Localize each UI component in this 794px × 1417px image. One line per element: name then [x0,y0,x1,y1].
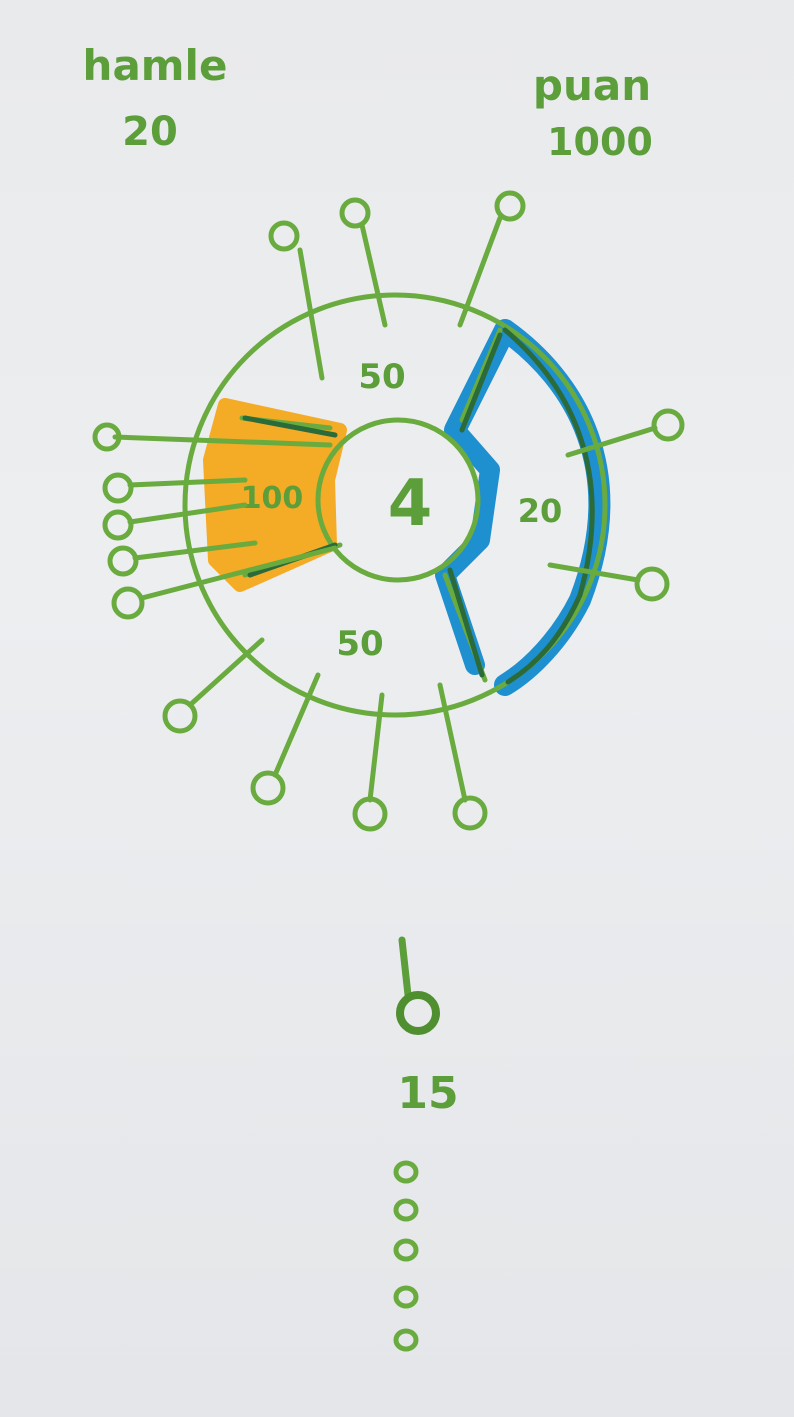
segment-bottom-value: 50 [336,624,383,664]
remaining-piece [393,1238,419,1262]
current-piece[interactable] [396,936,440,1035]
remaining-pieces [393,1160,419,1352]
moves-value: 20 [122,109,178,155]
inner-circle[interactable] [315,417,481,583]
remaining-piece [393,1285,419,1309]
segment-left-value: 100 [241,481,304,516]
pins[interactable] [92,190,685,832]
remaining-piece [393,1328,419,1352]
center-value: 4 [388,467,433,541]
remaining-piece [393,1198,419,1222]
current-piece-value: 15 [397,1068,458,1119]
remaining-piece [393,1160,419,1184]
score-label: puan [533,61,651,110]
segment-top-value: 50 [358,357,405,397]
outer-ring [182,292,608,718]
moves-label: hamle [83,41,228,90]
score-value: 1000 [547,120,653,164]
segment-right-value: 20 [518,492,563,530]
